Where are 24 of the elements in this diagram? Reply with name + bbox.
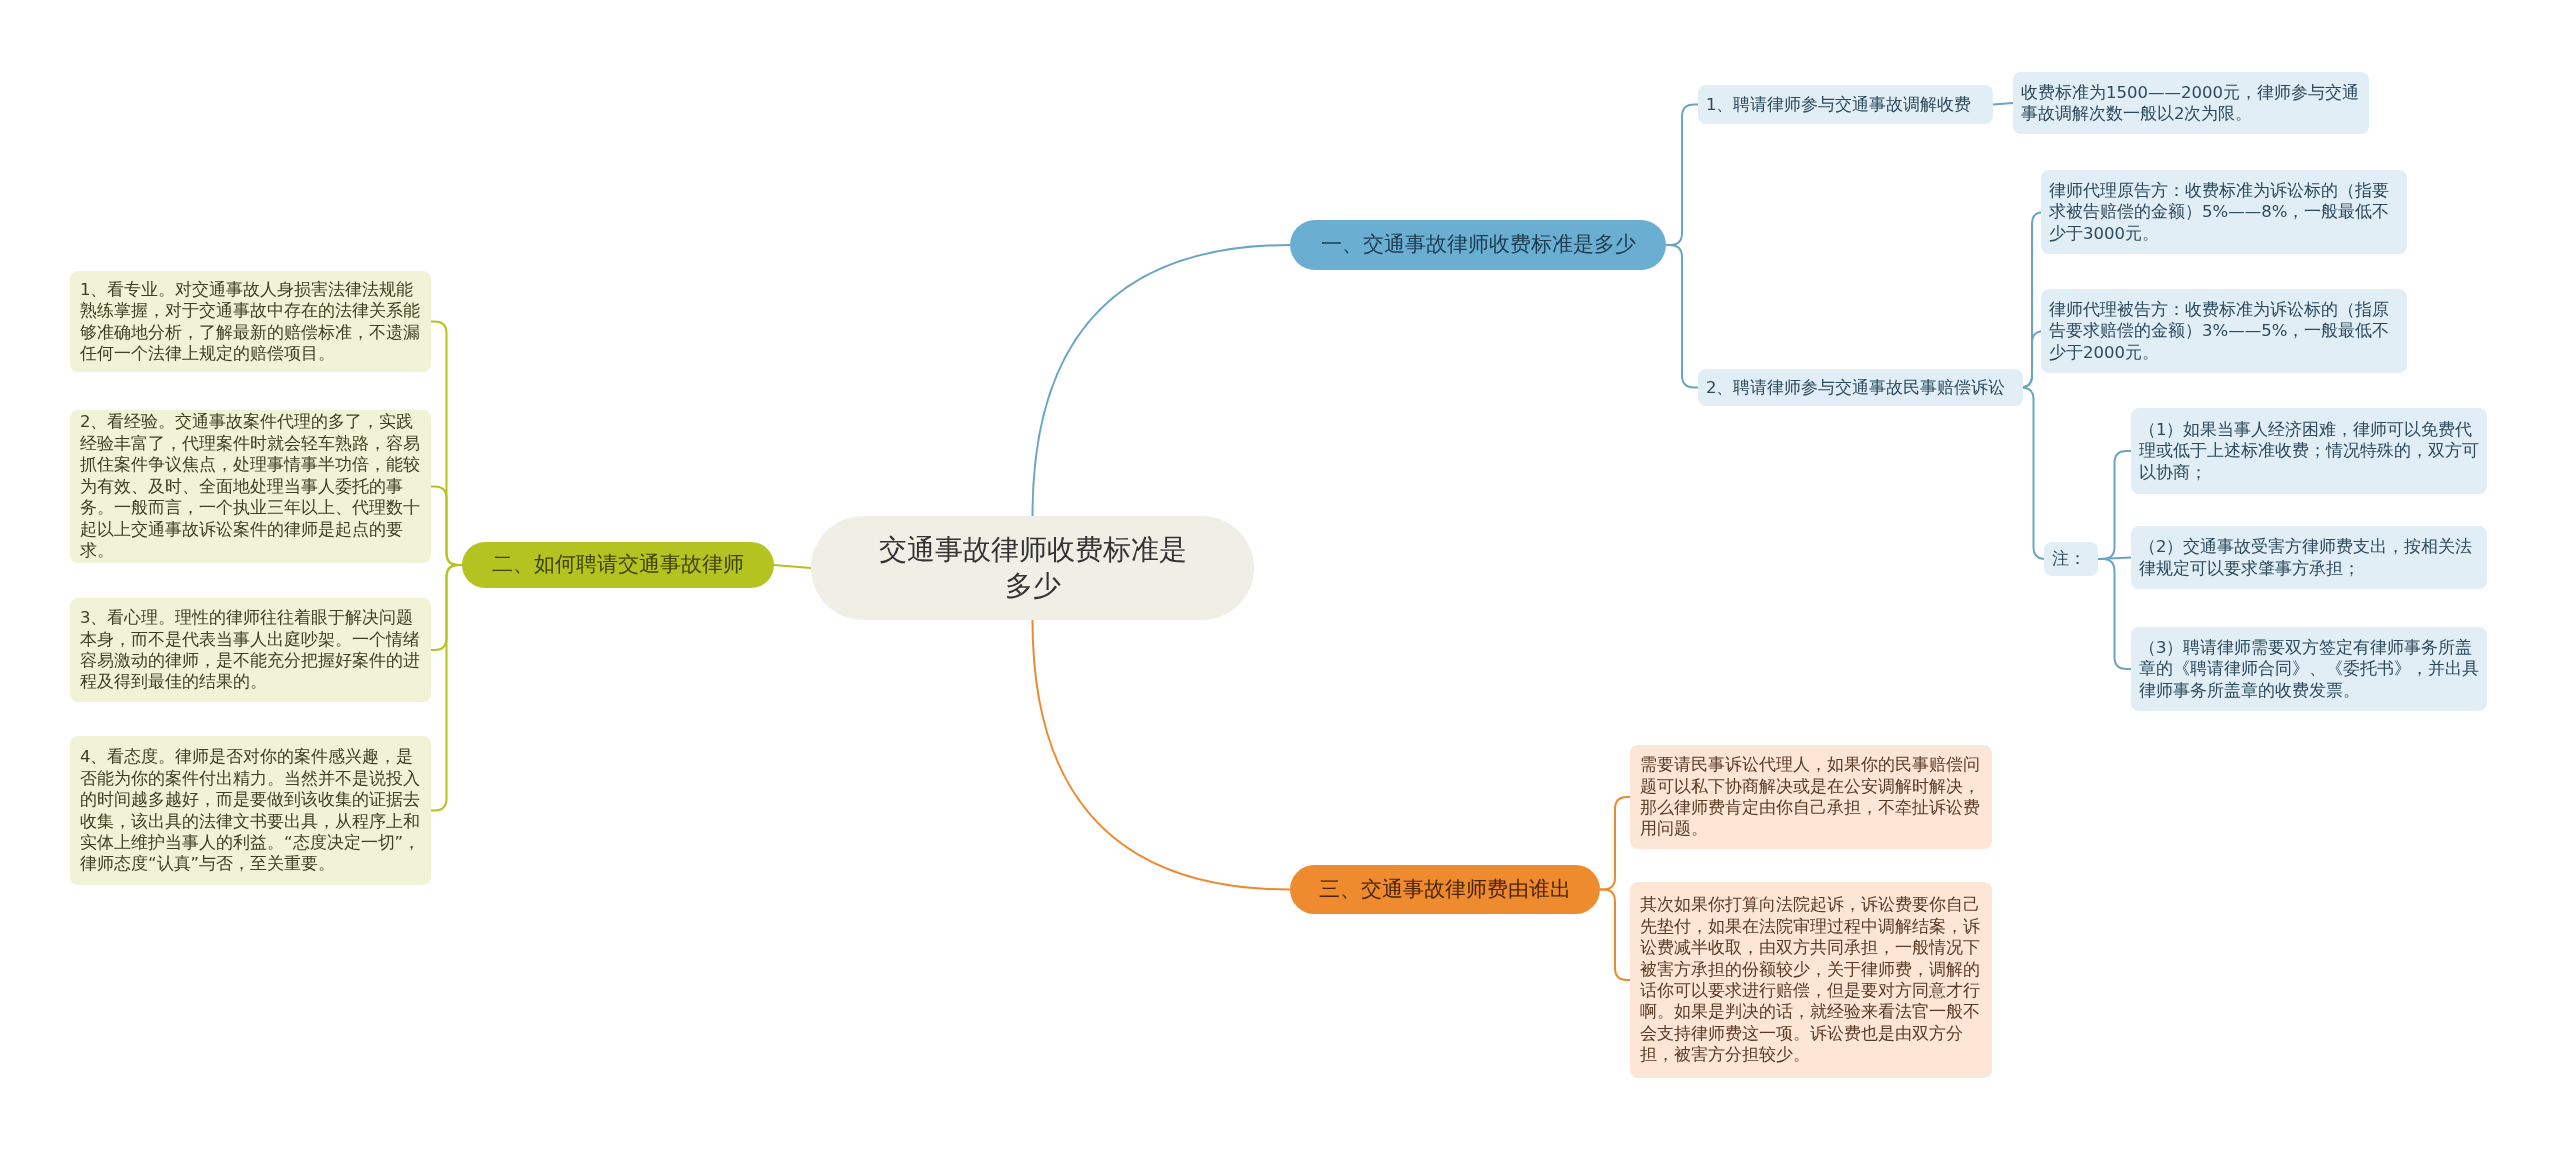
connector [773, 564, 812, 569]
branch-topic: 三、交通事故律师费由谁出 [1290, 865, 1600, 914]
topic-box: （3）聘请律师需要双方签定有律师事务所盖章的《聘请律师合同》、《委托书》，并出具律师事务所盖章的收费发票。 [2131, 627, 2487, 711]
topic-box: 2、聘请律师参与交通事故民事赔偿诉讼 [1698, 369, 2023, 406]
topic-box: （1）如果当事人经济困难，律师可以免费代理或低于上述标准收费；情况特殊的，双方可以协商； [2131, 408, 2487, 494]
topic-box: 2、看经验。交通事故案件代理的多了，实践经验丰富了，代理案件时就会轻车熟路，容易抓住案件争议焦点，处理事情事半功倍，能较为有效、及时、全面地处理当事人委托的事务。一般而言，一个执业三年以上、代理数十起以上交通事故诉讼案件的律师是起点的要求。 [70, 410, 431, 563]
topic-box: 律师代理被告方：收费标准为诉讼标的（指原告要求赔偿的金额）3%——5%，一般最低不少于2000元。 [2041, 289, 2407, 373]
connector [1992, 102, 2014, 106]
branch-topic: 二、如何聘请交通事故律师 [462, 542, 774, 588]
topic-box: 注： [2044, 542, 2098, 576]
connector [1031, 619, 1291, 891]
topic-box: 4、看态度。律师是否对你的案件感兴趣，是否能为你的案件付出精力。当然并不是说投入的时间越多越好，而是要做到该收集的证据去收集，该出具的法律文书要出具，从程序上和实体上维护当事人的利益。“态度决定一切”，律师态度“认真”与否，至关重要。 [70, 736, 431, 885]
topic-box: 律师代理原告方：收费标准为诉讼标的（指要求被告赔偿的金额）5%——8%，一般最低不少于3000元。 [2041, 170, 2407, 254]
topic-box: 1、聘请律师参与交通事故调解收费 [1698, 85, 1993, 124]
topic-box: 1、看专业。对交通事故人身损害法律法规能熟练掌握，对于交通事故中存在的法律关系能够准确地分析，了解最新的赔偿标准，不遗漏任何一个法律上规定的赔偿项目。 [70, 271, 431, 372]
topic-box: （2）交通事故受害方律师费支出，按相关法律规定可以要求肇事方承担； [2131, 526, 2487, 589]
topic-box: 收费标准为1500——2000元，律师参与交通事故调解次数一般以2次为限。 [2013, 72, 2369, 134]
branch-topic: 一、交通事故律师收费标准是多少 [1290, 220, 1666, 270]
topic-box: 需要请民事诉讼代理人，如果你的民事赔偿问题可以私下协商解决或是在公安调解时解决，那么律师费肯定由你自己承担，不牵扯诉讼费用问题。 [1630, 745, 1992, 849]
connector [1031, 244, 1291, 517]
topic-box: 3、看心理。理性的律师往往着眼于解决问题本身，而不是代表当事人出庭吵架。一个情绪容易激动的律师，是不能充分把握好案件的进程及得到最佳的结果的。 [70, 598, 431, 702]
topic-box: 其次如果你打算向法院起诉，诉讼费要你自己先垫付，如果在法院审理过程中调解结案，诉讼费减半收取，由双方共同承担，一般情况下被害方承担的份额较少，关于律师费，调解的话你可以要求进行赔偿，但是要对方同意才行啊。如果是判决的话，就经验来看法官一般不会支持律师费这一项。诉讼费也是由双方分担，被害方分担较少。 [1630, 882, 1992, 1078]
connector [1599, 888, 1631, 981]
central-topic: 交通事故律师收费标准是多少 [811, 516, 1254, 620]
